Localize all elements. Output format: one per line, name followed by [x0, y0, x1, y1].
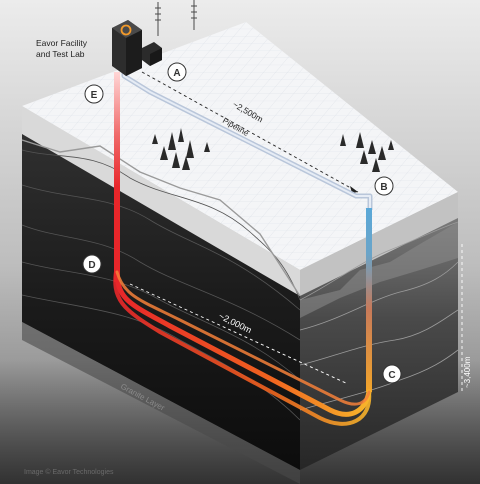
right-strata [299, 221, 459, 411]
closed-loop-laterals [113, 264, 372, 426]
marker-letter-c: C [388, 370, 395, 381]
production-well [366, 208, 372, 392]
marker-letter-a: A [173, 68, 180, 79]
surface-contour-front [21, 139, 301, 297]
facility-building [112, 20, 162, 76]
marker-b: B [374, 176, 394, 196]
marker-d: D [82, 254, 102, 274]
antenna-towers [155, 0, 197, 36]
marker-letter-b: B [380, 182, 387, 193]
depth-label: ~3,400m [463, 356, 472, 388]
facility-logo-icon [120, 24, 132, 36]
granite-base-front [22, 322, 300, 484]
loop-dashed-line [129, 283, 349, 385]
tree-cluster-left [152, 128, 210, 170]
rock-right-face [300, 218, 458, 470]
marker-c: C [382, 364, 402, 384]
tree-cluster-right [340, 132, 394, 172]
image-credit: Image © Eavor Technologies [24, 468, 114, 476]
right-rock-band [300, 222, 458, 318]
surface-grid [22, 22, 458, 270]
marker-a: A [167, 62, 187, 82]
soil-band-front [22, 106, 300, 296]
soil-band-right [300, 192, 458, 296]
pipeline-dashed-line [141, 71, 359, 193]
rock-front-face [22, 134, 300, 470]
injection-well [114, 72, 120, 282]
marker-letter-d: D [88, 260, 95, 271]
facility-label-line1: Eavor Facility [36, 38, 88, 48]
marker-e: E [84, 84, 104, 104]
marker-letter-e: E [91, 90, 98, 101]
facility-label-line2: and Test Lab [36, 49, 85, 59]
